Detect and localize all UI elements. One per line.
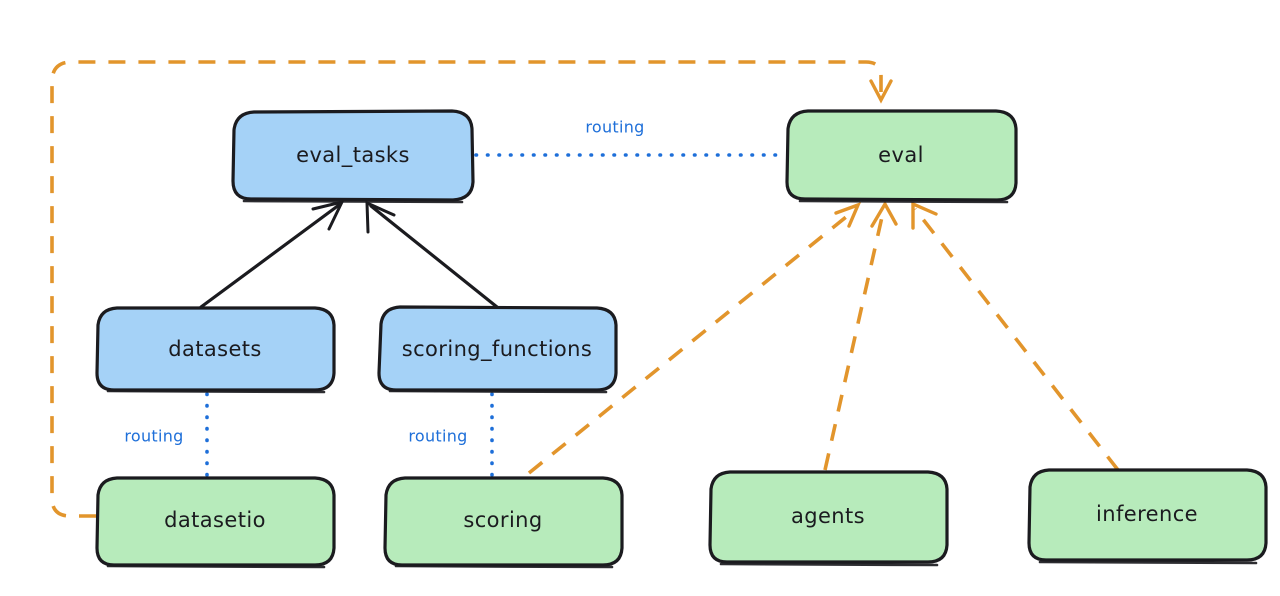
edge-label-scoring-functions-routing: routing: [408, 427, 467, 446]
edge-label-datasets-routing: routing: [124, 427, 183, 446]
arrow-head-icon: [911, 201, 938, 230]
edge-label-eval-tasks-routing: routing: [585, 118, 644, 137]
node-datasets[interactable]: datasets: [95, 306, 336, 394]
node-label: datasets: [168, 337, 262, 361]
dependency-edges-group: [50, 60, 1120, 518]
node-label: scoring: [463, 508, 542, 532]
edge-scoring-functions-to-eval-tasks[interactable]: [365, 200, 499, 309]
composition-edges-group: [199, 199, 499, 309]
node-datasetio[interactable]: datasetio: [95, 476, 336, 569]
node-label: agents: [791, 504, 865, 528]
node-scoring-functions[interactable]: scoring_functions: [377, 305, 618, 394]
node-label: eval_tasks: [296, 143, 410, 168]
node-label: inference: [1096, 502, 1198, 526]
routing-edges-group: [205, 153, 788, 479]
node-inference[interactable]: inference: [1027, 468, 1268, 565]
node-label: datasetio: [164, 508, 266, 532]
arrow-head-icon: [869, 79, 893, 104]
node-label: scoring_functions: [402, 337, 592, 362]
arrow-head-icon: [365, 200, 396, 234]
edge-labels-group: routing routing routing: [124, 118, 644, 446]
node-eval[interactable]: eval: [785, 109, 1018, 204]
node-agents[interactable]: agents: [708, 470, 949, 567]
edge-inference-to-eval[interactable]: [911, 201, 1120, 472]
edge-scoring-to-eval[interactable]: [527, 202, 862, 475]
edge-agents-to-eval[interactable]: [823, 200, 898, 471]
arrow-head-icon: [870, 200, 898, 228]
arrow-head-icon: [834, 202, 862, 228]
node-scoring[interactable]: scoring: [383, 476, 624, 569]
node-label: eval: [878, 143, 924, 167]
node-eval-tasks[interactable]: eval_tasks: [231, 109, 475, 204]
edge-datasetio-to-eval[interactable]: [50, 60, 893, 518]
edge-datasets-to-eval-tasks[interactable]: [199, 199, 345, 309]
